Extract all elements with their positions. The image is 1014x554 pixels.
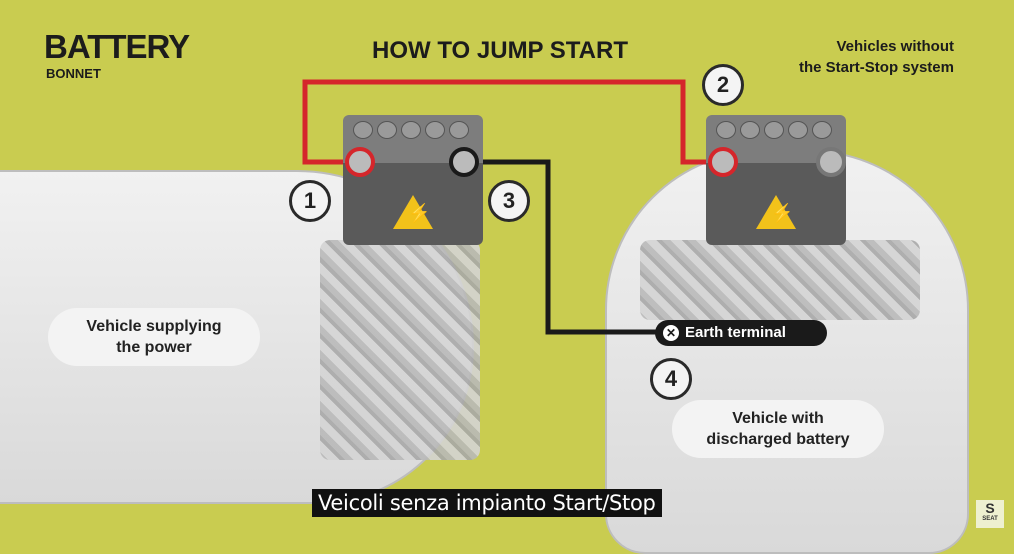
warning-icon: ⚡ [756,195,796,229]
label-line: discharged battery [706,431,850,448]
step-1: 1 [289,180,331,222]
step-3: 3 [488,180,530,222]
step-4: 4 [650,358,692,400]
label-line: the power [116,339,192,356]
label-line: Vehicle with [732,410,824,427]
seat-s-icon: S [985,500,995,516]
close-circle-icon: ✕ [663,325,679,341]
black-cable [465,159,660,335]
discharged-engine-bay [640,240,920,320]
seat-logo-text: SEAT [982,516,998,522]
red-cable [302,79,718,165]
warning-icon: ⚡ [393,195,433,229]
video-caption: Veicoli senza impianto Start/Stop [312,489,662,517]
label-line: Vehicle supplying [86,318,222,335]
note-line1: Vehicles without [836,38,954,55]
cables [302,79,718,335]
supplying-engine-bay [320,240,480,460]
negative-terminal [816,147,846,177]
note-line2: the Start-Stop system [798,59,954,76]
positive-terminal [345,147,375,177]
positive-terminal [708,147,738,177]
discharged-vehicle-label: Vehicle with discharged battery [672,400,884,458]
battery-discharged: ⚡ [706,115,846,245]
page-title: BATTERY [44,28,190,65]
page-subtitle: BONNET [46,66,101,81]
earth-terminal-text: Earth terminal [685,324,786,341]
negative-terminal [449,147,479,177]
step-2: 2 [702,64,744,106]
earth-terminal-label: ✕ Earth terminal [655,320,827,346]
main-title: HOW TO JUMP START [372,37,629,64]
seat-logo: S SEAT [976,500,1004,528]
battery-supplying: ⚡ [343,115,483,245]
supplying-vehicle-label: Vehicle supplying the power [48,308,260,366]
